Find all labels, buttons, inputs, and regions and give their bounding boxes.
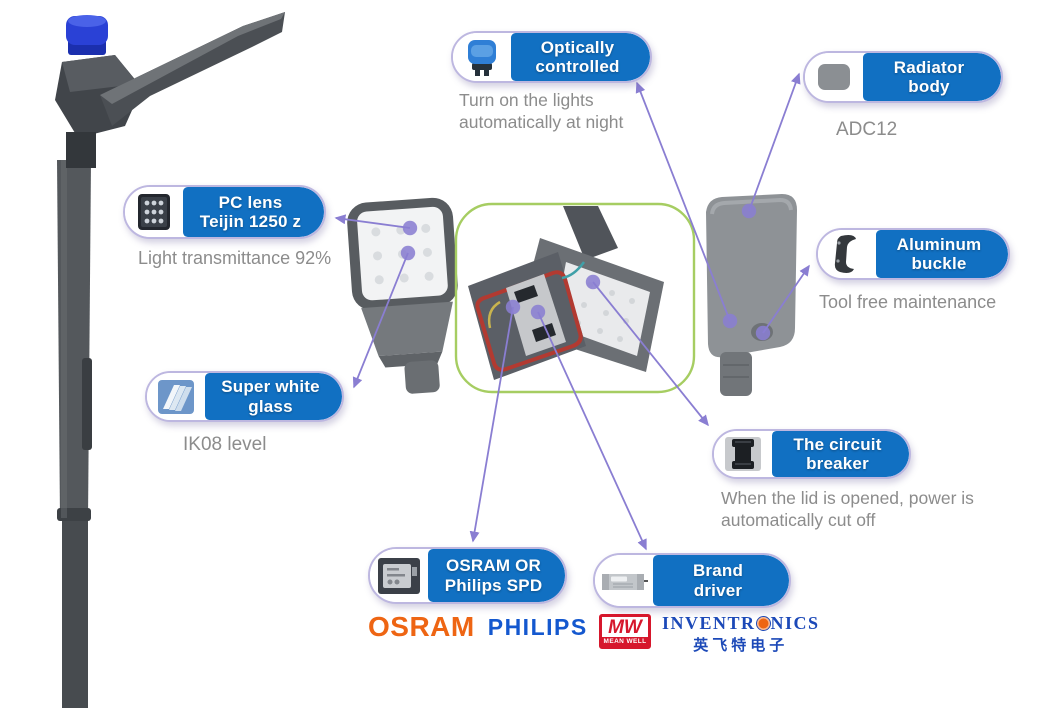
feature-caption: When the lid is opened, power is automat… xyxy=(721,488,974,530)
feature-title: Super white glass xyxy=(205,373,342,420)
arrow-pc-lens xyxy=(334,214,411,229)
lens-icon xyxy=(125,187,183,237)
osram-logo: OSRAM xyxy=(368,611,475,642)
feature-caption: Light transmittance 92% xyxy=(138,248,332,268)
callout-circuit-breaker: The circuit breaker When the lid is open… xyxy=(712,429,974,532)
spd-icon xyxy=(370,549,428,602)
feature-caption: Tool free maintenance xyxy=(819,292,997,312)
arrow-aluminum-buckle xyxy=(762,264,810,334)
feature-title: The circuit breaker xyxy=(772,431,909,477)
callout-aluminum-buckle: Aluminum buckle Tool free maintenance xyxy=(816,228,1010,314)
feature-pill: The circuit breaker xyxy=(712,429,911,479)
feature-caption: Turn on the lights automatically at nigh… xyxy=(459,90,624,132)
breaker-icon xyxy=(714,431,772,477)
buckle-icon xyxy=(818,230,876,278)
arrow-super-white-glass xyxy=(352,252,409,389)
feature-caption: IK08 level xyxy=(183,434,267,455)
callout-arrows xyxy=(334,72,810,551)
callout-spd: OSRAM OR Philips SPD OSRAM PHILIPS xyxy=(368,547,586,645)
feature-title: Optically controlled xyxy=(511,33,650,81)
feature-title: Aluminum buckle xyxy=(876,230,1008,278)
feature-title: OSRAM OR Philips SPD xyxy=(428,549,565,602)
callout-optically-controlled: Optically controlled Turn on the lights … xyxy=(451,31,652,134)
lamp-open-view-photo xyxy=(468,206,664,380)
waterproof-gasket xyxy=(475,270,583,372)
photocell-icon xyxy=(453,33,511,81)
component-dots xyxy=(400,203,771,341)
inventronics-chinese-label: 英飞特电子 xyxy=(693,637,789,654)
street-light-pole-photo xyxy=(55,12,285,708)
globe-icon xyxy=(756,616,770,630)
feature-caption: ADC12 xyxy=(836,119,898,140)
mean-well-logo: MW MEAN WELL xyxy=(599,614,651,649)
feature-pill: Super white glass xyxy=(145,371,344,422)
arrow-brand-driver xyxy=(537,311,647,551)
feature-pill: Brand driver xyxy=(593,553,791,608)
glass-icon xyxy=(147,373,205,420)
feature-title: Radiator body xyxy=(863,53,1001,101)
feature-pill: Optically controlled xyxy=(451,31,652,83)
arrow-optically-controlled xyxy=(635,81,731,322)
philips-logo: PHILIPS xyxy=(487,613,588,640)
osram-philips-logos: OSRAM PHILIPS xyxy=(368,609,586,645)
arrow-circuit-breaker xyxy=(592,281,709,427)
callout-radiator-body: Radiator body ADC12 xyxy=(803,51,1003,142)
feature-title: PC lens Teijin 1250 z xyxy=(183,187,324,237)
photocell-cap xyxy=(66,15,108,55)
feature-pill: Aluminum buckle xyxy=(816,228,1010,280)
radiator-icon xyxy=(805,53,863,101)
callout-pc-lens: PC lens Teijin 1250 z Light transmittanc… xyxy=(123,185,331,270)
feature-pill: OSRAM OR Philips SPD xyxy=(368,547,567,604)
feature-pill: PC lens Teijin 1250 z xyxy=(123,185,326,239)
callout-super-white-glass: Super white glass IK08 level xyxy=(145,371,344,457)
driver-icon xyxy=(595,555,653,606)
arrow-spd xyxy=(469,306,514,543)
feature-title: Brand driver xyxy=(653,555,789,606)
arrow-radiator-body xyxy=(748,72,801,212)
feature-pill: Radiator body xyxy=(803,51,1003,103)
